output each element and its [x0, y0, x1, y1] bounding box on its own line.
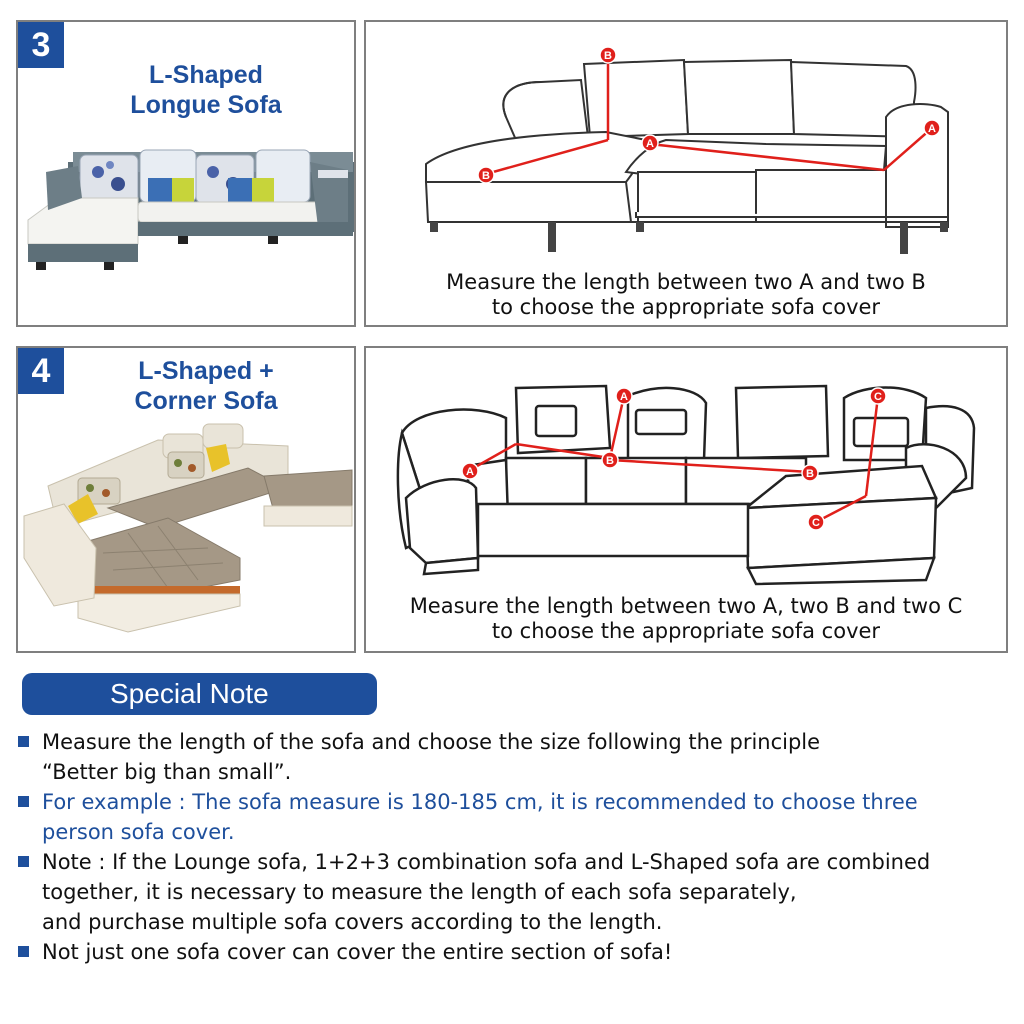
marker-c-top: C [869, 387, 887, 405]
model-3-photo-panel: 3 L-Shaped Longue Sofa [16, 20, 356, 327]
bullet-square-icon [18, 796, 29, 807]
model-3-caption: Measure the length between two A and two… [366, 270, 1006, 320]
marker-b-left: B [601, 451, 619, 469]
model-4-caption-line1: Measure the length between two A, two B … [409, 594, 963, 618]
l-shaped-lounge-sofa-diagram: B B A A [424, 46, 949, 254]
model-4-title-line1: L-Shaped + [138, 357, 274, 385]
marker-a-left-label: A [646, 138, 654, 150]
model-3-title-line1: L-Shaped [149, 61, 263, 89]
model-4-number-badge: 4 [18, 348, 64, 394]
marker-a-left: A [641, 134, 659, 152]
model-3-number-badge: 3 [18, 22, 64, 68]
marker-c-top-label: C [874, 391, 882, 403]
marker-b-top-label: B [604, 50, 612, 62]
marker-a-top: A [615, 387, 633, 405]
marker-a-top-label: A [620, 391, 628, 403]
note-item-3: Note : If the Lounge sofa, 1+2+3 combina… [18, 847, 1008, 937]
marker-b-left-label: B [606, 455, 614, 467]
bullet-square-icon [18, 736, 29, 747]
marker-b-top: B [599, 46, 617, 64]
model-3-title-line2: Longue Sofa [130, 91, 282, 119]
model-3-caption-line1: Measure the length between two A and two… [446, 270, 926, 294]
bullet-square-icon [18, 856, 29, 867]
special-note-heading: Special Note [22, 673, 377, 715]
marker-a-right-label: A [928, 123, 936, 135]
model-4-title-line2: Corner Sofa [134, 387, 278, 415]
marker-a-left-label: A [466, 466, 474, 478]
marker-b-right-label: B [806, 468, 814, 480]
special-note-list: Measure the length of the sofa and choos… [18, 727, 1008, 967]
note-item-1: Measure the length of the sofa and choos… [18, 727, 1008, 787]
marker-c-bottom-label: C [812, 517, 820, 529]
model-3-diagram-panel: B B A A Measure the length between two A… [364, 20, 1008, 327]
note-item-2: For example : The sofa measure is 180-18… [18, 787, 1008, 847]
note-item-4: Not just one sofa cover can cover the en… [18, 937, 1008, 967]
model-4-caption: Measure the length between two A, two B … [366, 594, 1006, 644]
l-shaped-corner-sofa-diagram: A A B B C C [396, 384, 976, 586]
note-item-1-line1: Measure the length of the sofa and choos… [42, 730, 821, 754]
note-item-3-line2: together, it is necessary to measure the… [42, 880, 797, 904]
marker-c-bottom: C [807, 513, 825, 531]
marker-b-right: B [801, 464, 819, 482]
model-4-caption-line2: to choose the appropriate sofa cover [491, 619, 881, 643]
model-3-title: L-Shaped Longue Sofa [78, 60, 334, 120]
marker-a-left: A [461, 462, 479, 480]
note-item-3-line1: Note : If the Lounge sofa, 1+2+3 combina… [42, 850, 931, 874]
note-item-2-line1: For example : The sofa measure is 180-18… [42, 790, 918, 814]
marker-b-bottom-label: B [482, 170, 490, 182]
marker-a-right: A [923, 119, 941, 137]
model-3-caption-line2: to choose the appropriate sofa cover [491, 295, 881, 319]
model-4-diagram-panel: A A B B C C Measure the length between t… [364, 346, 1008, 653]
note-item-4-line1: Not just one sofa cover can cover the en… [42, 940, 673, 964]
model-4-photo-panel: 4 L-Shaped + Corner Sofa [16, 346, 356, 653]
marker-b-bottom: B [477, 166, 495, 184]
note-item-3-line3: and purchase multiple sofa covers accord… [42, 910, 663, 934]
bullet-square-icon [18, 946, 29, 957]
l-shaped-corner-sofa-photo [23, 423, 353, 633]
l-shaped-lounge-sofa-photo [27, 149, 354, 270]
model-4-title: L-Shaped + Corner Sofa [78, 356, 334, 416]
note-item-2-line2: person sofa cover. [42, 820, 235, 844]
note-item-1-line2: “Better big than small”. [42, 760, 292, 784]
